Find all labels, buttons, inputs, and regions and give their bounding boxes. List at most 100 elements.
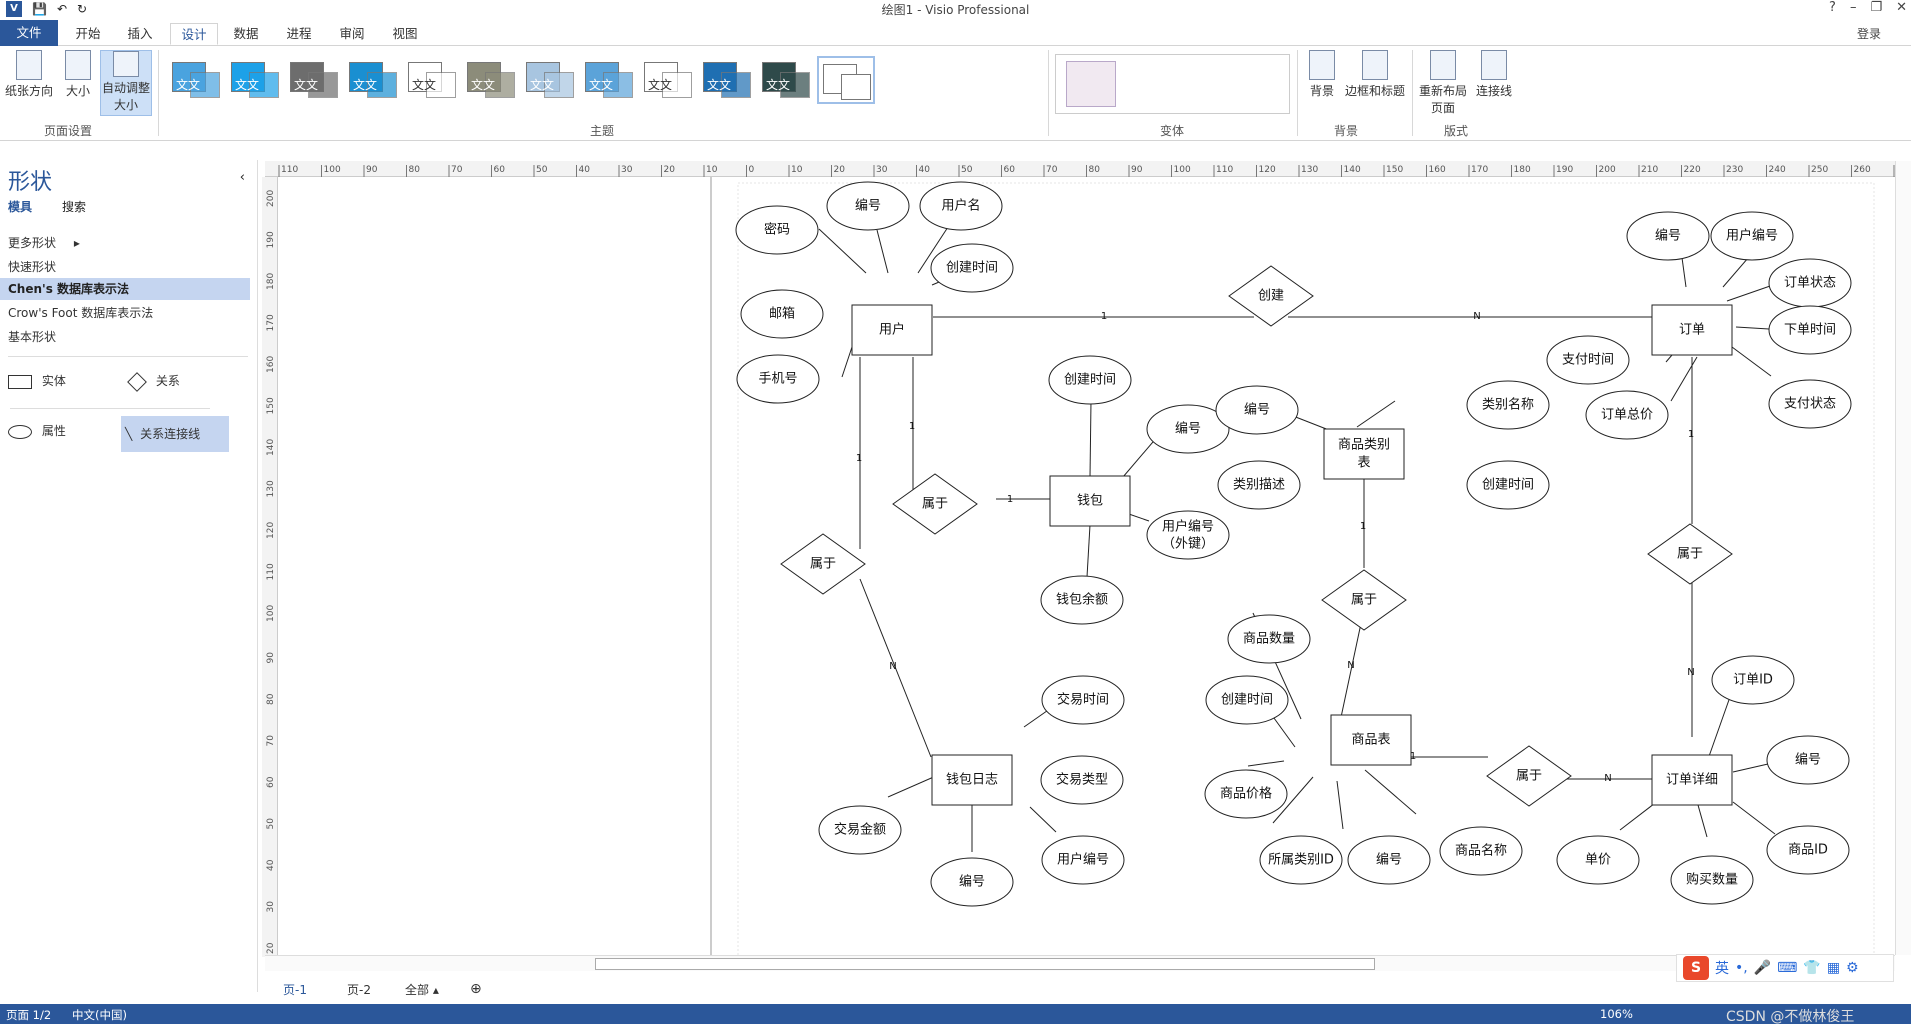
theme-thumb-11[interactable]: 文文 xyxy=(758,56,816,104)
stencil-crows-foot[interactable]: Crow's Foot 数据库表示法 xyxy=(8,306,154,320)
ime-language[interactable]: 英 xyxy=(1715,961,1729,977)
attr-product-catid-shape[interactable] xyxy=(1259,835,1343,885)
entity-wallet-shape[interactable] xyxy=(1049,475,1131,527)
attr-order-time-shape[interactable] xyxy=(1768,305,1852,355)
collapse-pane-icon[interactable]: ‹ xyxy=(239,170,245,185)
punctuation-icon[interactable]: •, xyxy=(1735,960,1748,976)
tab-view[interactable]: 视图 xyxy=(392,26,418,41)
attr-log-time-shape[interactable] xyxy=(1041,675,1125,725)
minimize-icon[interactable]: – xyxy=(1849,0,1857,15)
attr-user-password-shape[interactable] xyxy=(735,205,819,255)
attr-category-ctime-shape[interactable] xyxy=(1466,460,1550,510)
vertical-scrollbar[interactable] xyxy=(1895,161,1911,955)
theme-thumb-8[interactable]: 文文 xyxy=(581,56,639,104)
attr-order-total-shape[interactable] xyxy=(1585,390,1669,440)
entity-category-shape[interactable] xyxy=(1323,428,1405,480)
tab-stencils[interactable]: 模具 xyxy=(8,200,33,214)
scroll-thumb[interactable] xyxy=(595,958,1375,970)
page-tab-1[interactable]: 页-1 xyxy=(283,983,307,997)
undo-icon[interactable]: ↶ xyxy=(56,2,68,16)
attr-product-qty-shape[interactable] xyxy=(1227,614,1311,664)
page-indicator[interactable]: 页面 1/2 xyxy=(6,1008,52,1022)
relation-belong-category-shape[interactable] xyxy=(1321,569,1407,631)
theme-thumb-none[interactable] xyxy=(817,56,875,104)
attr-category-desc-shape[interactable] xyxy=(1217,460,1301,510)
tab-file[interactable]: 文件 xyxy=(0,20,58,46)
more-shapes[interactable]: 更多形状 ▸ xyxy=(8,236,80,250)
attr-user-email-shape[interactable] xyxy=(740,289,824,339)
relation-belong-wallet-shape[interactable] xyxy=(892,473,978,535)
background-button[interactable]: 背景 xyxy=(1305,50,1339,99)
restore-icon[interactable]: ❐ xyxy=(1870,0,1883,15)
attr-order-paytime-shape[interactable] xyxy=(1546,335,1630,385)
attr-log-uid-shape[interactable] xyxy=(1041,835,1125,885)
stencil-basic[interactable]: 基本形状 xyxy=(8,330,57,344)
attr-detail-qty-shape[interactable] xyxy=(1670,855,1754,905)
tab-review[interactable]: 审阅 xyxy=(339,26,365,41)
attr-order-paystatus-shape[interactable] xyxy=(1768,379,1852,429)
tab-search[interactable]: 搜索 xyxy=(62,200,87,214)
keyboard-icon[interactable]: ⌨ xyxy=(1777,960,1798,976)
relation-belong-log-shape[interactable] xyxy=(780,533,866,595)
tab-process[interactable]: 进程 xyxy=(286,26,312,41)
attr-user-id-shape[interactable] xyxy=(826,181,910,231)
microphone-icon[interactable]: 🎤 xyxy=(1753,960,1772,976)
horizontal-scrollbar[interactable] xyxy=(265,955,1895,971)
help-icon[interactable]: ? xyxy=(1829,0,1836,15)
save-icon[interactable]: 💾 xyxy=(32,2,47,16)
entity-order-shape[interactable] xyxy=(1651,304,1733,356)
settings-icon[interactable]: ⚙ xyxy=(1846,960,1859,976)
skin-icon[interactable]: 👕 xyxy=(1803,960,1821,976)
theme-thumb-7[interactable]: 文文 xyxy=(522,56,580,104)
attr-log-id-shape[interactable] xyxy=(930,857,1014,907)
size-button[interactable]: 大小 xyxy=(60,50,96,99)
autofit-button[interactable]: 自动调整 大小 xyxy=(100,50,152,116)
entity-product-shape[interactable] xyxy=(1330,714,1412,766)
add-page-icon[interactable]: ⊕ xyxy=(470,981,482,997)
connector-button[interactable]: 连接线 xyxy=(1474,50,1514,99)
orientation-button[interactable]: 纸张方向 xyxy=(4,50,54,99)
page-tab-all[interactable]: 全部 ▴ xyxy=(405,983,439,997)
redo-icon[interactable]: ↻ xyxy=(77,2,88,16)
variant-thumb[interactable] xyxy=(1066,61,1116,107)
attr-user-ctime-shape[interactable] xyxy=(930,243,1014,293)
tab-design[interactable]: 设计 xyxy=(170,23,218,45)
zoom-level[interactable]: 106% xyxy=(1600,1007,1633,1021)
theme-thumb-2[interactable]: 文文 xyxy=(227,56,285,104)
border-title-button[interactable]: 边框和标题 xyxy=(1343,50,1407,99)
attr-detail-prodid-shape[interactable] xyxy=(1766,825,1850,875)
stencil-attribute[interactable]: 属性 xyxy=(8,422,108,450)
stencil-chen[interactable]: Chen's 数据库表示法 xyxy=(0,278,250,300)
attr-product-price-shape[interactable] xyxy=(1204,769,1288,819)
attr-order-id-shape[interactable] xyxy=(1626,211,1710,261)
entity-order-detail-shape[interactable] xyxy=(1651,754,1733,806)
relation-create-shape[interactable] xyxy=(1228,265,1314,327)
entity-wallet-log-shape[interactable] xyxy=(931,754,1013,806)
entity-user-shape[interactable] xyxy=(851,304,933,356)
attr-product-name-shape[interactable] xyxy=(1439,826,1523,876)
theme-thumb-10[interactable]: 文文 xyxy=(699,56,757,104)
attr-product-ctime-shape[interactable] xyxy=(1205,675,1289,725)
relayout-button[interactable]: 重新布局 页面 xyxy=(1416,50,1470,116)
attr-product-id-shape[interactable] xyxy=(1347,835,1431,885)
apps-icon[interactable]: ▦ xyxy=(1826,960,1841,976)
stencil-relationship[interactable]: 关系 xyxy=(124,371,224,396)
attr-user-phone-shape[interactable] xyxy=(736,354,820,404)
theme-thumb-9[interactable]: 文文 xyxy=(640,56,698,104)
attr-wallet-ctime-shape[interactable] xyxy=(1048,355,1132,405)
page-tab-2[interactable]: 页-2 xyxy=(347,983,371,997)
tab-data[interactable]: 数据 xyxy=(233,26,259,41)
attr-user-name-shape[interactable] xyxy=(919,181,1003,231)
attr-detail-orderid-shape[interactable] xyxy=(1711,655,1795,705)
theme-thumb-1[interactable]: 文文 xyxy=(168,56,226,104)
attr-log-type-shape[interactable] xyxy=(1040,755,1124,805)
ime-toolbar[interactable]: S 英 •, 🎤 ⌨ 👕 ▦ ⚙ xyxy=(1676,954,1894,982)
attr-log-amount-shape[interactable] xyxy=(818,805,902,855)
attr-wallet-balance-shape[interactable] xyxy=(1040,575,1124,625)
attr-category-id-shape[interactable] xyxy=(1215,385,1299,435)
stencil-connector[interactable]: ╲ 关系连接线 xyxy=(121,416,229,452)
variants-gallery[interactable] xyxy=(1055,54,1290,114)
tab-insert[interactable]: 插入 xyxy=(127,26,153,41)
theme-thumb-3[interactable]: 文文 xyxy=(286,56,344,104)
theme-thumb-5[interactable]: 文文 xyxy=(404,56,462,104)
